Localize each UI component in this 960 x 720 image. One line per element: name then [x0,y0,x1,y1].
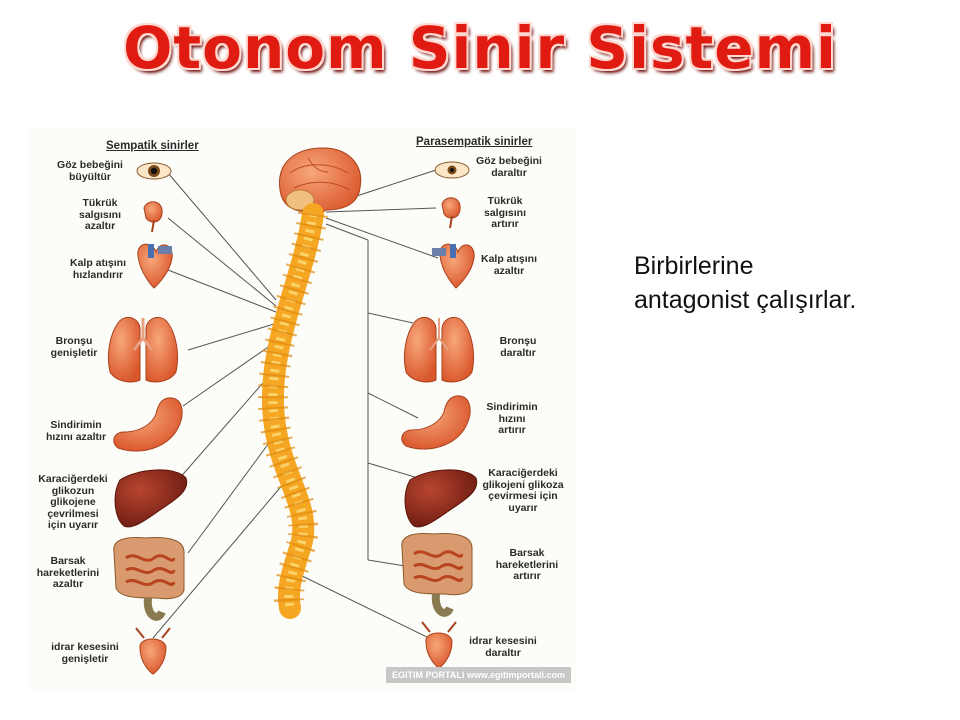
para-label-heart: Kalp atışını azaltır [480,253,537,277]
sympathetic-header: Sempatik sinirler [106,140,199,152]
nerve-line-sym-intestine [187,427,281,554]
nerve-line-para-saliva [325,207,437,213]
sym-label-heart: Kalp atışını hızlandırır [69,257,126,281]
diagram-artwork [107,147,478,675]
parasympathetic-organs [401,161,478,669]
para-label-liver: Karaciğerdeki glikojeni glikoza çevirmes… [482,467,564,514]
spinal-column-illustration [257,203,328,619]
nerve-line-sym-bronchi [187,323,275,351]
para-label-bronchi: Bronşu daraltır [499,335,537,359]
nerve-line-para-liver [367,462,419,479]
sympathetic-nerve-lines [152,172,285,639]
nerve-line-sym-saliva [167,217,277,307]
sym-label-digestion: Sindirimin hızını azaltır [45,419,107,443]
nerve-line-sym-heart [167,269,277,313]
heart-right-icon [432,243,475,289]
para-label-digestion: Sindirimin hızını artırır [486,401,538,436]
liver-right-icon [404,469,478,528]
salivary-gland-left-icon [143,201,163,233]
nerve-line-para-heart [325,217,439,259]
salivary-gland-right-icon [441,197,461,229]
sym-label-bladder: idrar kesesini genişletir [51,641,119,665]
nerve-line-para-vagus [325,223,369,241]
sym-label-saliva: Tükrük salgısını azaltır [78,197,121,232]
nerve-line-para-digestion [367,392,419,419]
bladder-right-icon [421,621,457,669]
eye-left-icon [136,162,172,180]
lungs-right-icon [403,316,475,383]
para-label-eye: Göz bebeğini daraltır [476,155,542,179]
antagonist-statement: Birbirlerine antagonist çalışırlar. [634,252,857,314]
sym-label-liver: Karaciğerdeki glikozun glikojene çevrilm… [38,473,108,531]
sym-label-bronchi: Bronşu genişletir [50,335,98,359]
para-label-saliva: Tükrük salgısını artırır [483,195,526,230]
slide-title: Otonom Sinir Sistemi [123,14,837,82]
eye-right-icon [434,161,470,179]
intestines-left-icon [113,537,185,621]
liver-left-icon [114,469,188,528]
intestines-right-icon [401,533,473,617]
sym-label-eye: Göz bebeğini büyültür [57,159,123,183]
brain-illustration [279,147,362,217]
parasympathetic-nerve-lines [295,169,439,641]
lungs-left-icon [107,316,179,383]
heart-left-icon [137,243,173,289]
para-label-intestine: Barsak hareketlerini artırır [495,547,559,582]
nerve-line-para-bladder [295,572,434,641]
nerve-line-para-bronchi [367,312,414,324]
nerve-line-sym-digestion [182,342,275,407]
stomach-right-icon [401,395,471,450]
sym-label-intestine: Barsak hareketlerini azaltır [36,555,100,590]
nerve-line-sym-bladder [152,482,285,639]
stomach-left-icon [113,397,183,452]
parasympathetic-header: Parasempatik sinirler [416,136,533,148]
nerve-line-sym-liver [177,367,277,481]
nervous-system-diagram: Sempatik sinirler Parasempatik sinirler … [28,128,576,690]
nerve-line-sym-eye [167,172,277,301]
watermark-badge: EGITIM PORTALI www.egitimportali.com [386,667,572,683]
bladder-left-icon [135,627,171,675]
para-label-bladder: idrar kesesini daraltır [469,635,537,659]
sympathetic-organs [107,162,188,675]
